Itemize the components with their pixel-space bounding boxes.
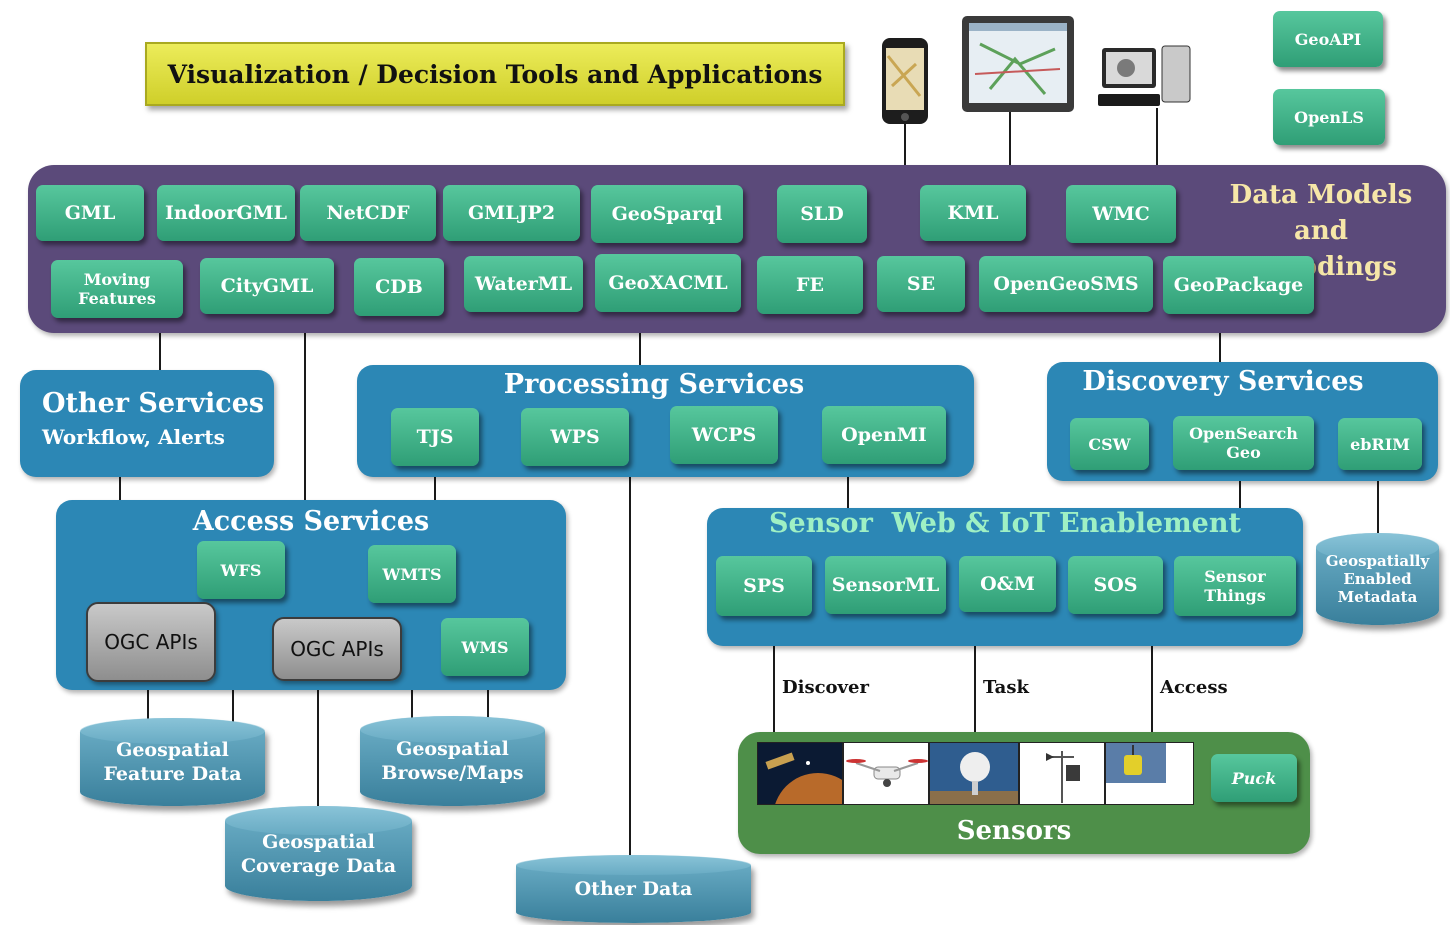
wms-button[interactable]: WMS — [441, 618, 529, 676]
sensorthings-button[interactable]: Sensor Things — [1174, 556, 1296, 616]
drone-image — [843, 742, 929, 805]
wmc-button[interactable]: WMC — [1066, 185, 1176, 243]
tablet-map-icon — [962, 16, 1074, 112]
geospatial-feature-data-store: Geospatial Feature Data — [80, 718, 265, 806]
wcps-button[interactable]: WCPS — [670, 406, 778, 464]
radar-dome-image — [929, 742, 1019, 805]
puck-button[interactable]: Puck — [1211, 754, 1297, 802]
satellite-image — [757, 742, 843, 805]
citygml-button[interactable]: CityGML — [200, 258, 334, 314]
wps-button[interactable]: WPS — [521, 408, 629, 466]
buoy-image — [1105, 742, 1194, 805]
tjs-button[interactable]: TJS — [391, 408, 479, 466]
sps-button[interactable]: SPS — [716, 556, 812, 616]
sensorml-button[interactable]: SensorML — [825, 556, 946, 614]
se-button[interactable]: SE — [877, 256, 965, 312]
fe-button[interactable]: FE — [757, 256, 863, 314]
om-button[interactable]: O&M — [959, 556, 1056, 612]
task-label: Task — [983, 677, 1029, 698]
openmi-button[interactable]: OpenMI — [822, 406, 946, 464]
other-services-title: Other Services — [42, 388, 265, 419]
wfs-button[interactable]: WFS — [197, 541, 285, 599]
geoxacml-button[interactable]: GeoXACML — [595, 254, 741, 312]
geosparql-button[interactable]: GeoSparql — [591, 185, 743, 243]
visualization-banner: Visualization / Decision Tools and Appli… — [145, 42, 845, 106]
kml-button[interactable]: KML — [920, 185, 1026, 241]
geospatial-coverage-data-store: Geospatial Coverage Data — [225, 806, 412, 901]
smartphone-icon — [882, 38, 928, 124]
netcdf-button[interactable]: NetCDF — [300, 185, 436, 241]
access-services-title: Access Services — [192, 506, 430, 537]
gml-button[interactable]: GML — [36, 185, 144, 241]
indoorgml-button[interactable]: IndoorGML — [157, 185, 295, 241]
discover-label: Discover — [782, 677, 869, 698]
geopackage-button[interactable]: GeoPackage — [1163, 256, 1314, 314]
sld-button[interactable]: SLD — [777, 185, 867, 243]
metadata-store: Geospatially Enabled Metadata — [1316, 533, 1439, 625]
access-label: Access — [1160, 677, 1228, 698]
geoapi-button[interactable]: GeoAPI — [1273, 11, 1383, 67]
gmljp2-button[interactable]: GMLJP2 — [443, 185, 580, 241]
geospatial-browse-maps-store: Geospatial Browse/Maps — [360, 716, 545, 806]
weather-station-image — [1019, 742, 1105, 805]
sensor-web-title: Sensor Web & IoT Enablement — [769, 508, 1241, 539]
sos-button[interactable]: SOS — [1068, 556, 1163, 614]
ogc-apis-button-2[interactable]: OGC APIs — [272, 617, 402, 681]
openls-button[interactable]: OpenLS — [1273, 89, 1385, 145]
moving-features-button[interactable]: Moving Features — [51, 260, 183, 318]
processing-services-title: Processing Services — [503, 369, 805, 400]
other-services-panel: Other Services Workflow, Alerts — [20, 370, 274, 477]
discovery-services-title: Discovery Services — [1082, 366, 1364, 397]
sensors-title: Sensors — [956, 816, 1072, 846]
other-services-subtitle: Workflow, Alerts — [42, 425, 225, 449]
ogc-apis-button[interactable]: OGC APIs — [86, 602, 216, 682]
opengeosms-button[interactable]: OpenGeoSMS — [979, 256, 1153, 312]
opensearch-geo-button[interactable]: OpenSearch Geo — [1173, 416, 1314, 470]
desktop-computer-icon — [1098, 45, 1191, 106]
csw-button[interactable]: CSW — [1070, 418, 1149, 470]
waterml-button[interactable]: WaterML — [464, 256, 583, 312]
ebrim-button[interactable]: ebRIM — [1338, 418, 1422, 470]
other-data-store: Other Data — [516, 855, 751, 923]
wmts-button[interactable]: WMTS — [368, 545, 456, 603]
cdb-button[interactable]: CDB — [354, 258, 444, 316]
